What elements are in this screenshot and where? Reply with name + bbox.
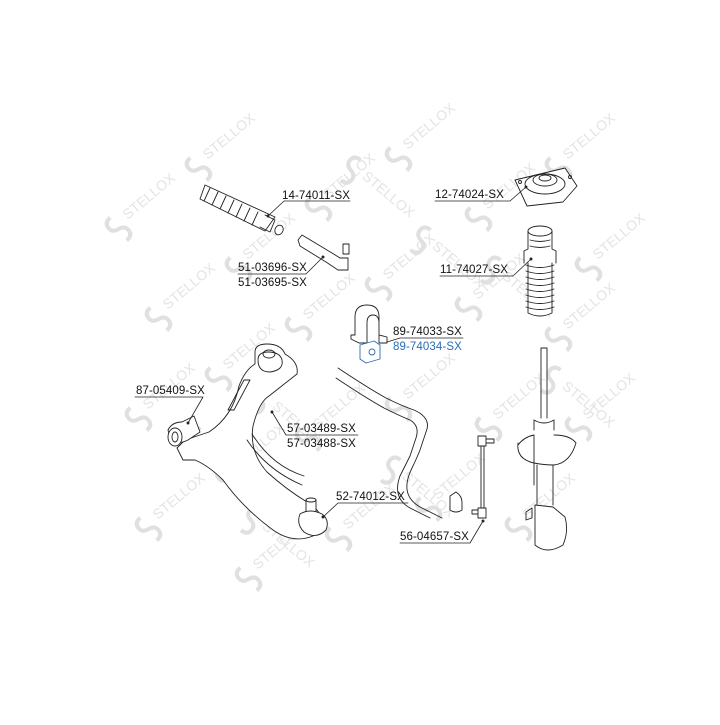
part-label-control-arm-2[interactable]: 57-03488-SX [287, 438, 356, 450]
part-label-tie-rod-end-2[interactable]: 51-03695-SX [238, 277, 307, 289]
stabilizer-bar-drawing [335, 367, 463, 519]
part-label-control-arm-1[interactable]: 57-03489-SX [287, 423, 356, 435]
stabilizer-link-drawing [471, 435, 495, 523]
stabilizer-bushing-drawing [359, 340, 381, 364]
part-label-stabilizer-link[interactable]: 56-04657-SX [400, 531, 469, 543]
arm-bushing-drawing [167, 415, 201, 447]
part-label-strut-mount[interactable]: 12-74024-SX [435, 189, 504, 201]
dust-boot-drawing [523, 225, 557, 317]
part-label-dust-boot[interactable]: 11-74027-SX [440, 264, 509, 276]
ball-joint-drawing [298, 497, 328, 536]
leader-lines [134, 186, 532, 544]
strut-mount-drawing [514, 167, 578, 207]
part-label-steering-boot[interactable]: 14-74011-SX [282, 190, 351, 202]
part-label-ball-joint[interactable]: 52-74012-SX [336, 491, 405, 503]
stabilizer-bracket-drawing [350, 304, 388, 344]
part-label-arm-bushing[interactable]: 87-05409-SX [136, 385, 205, 397]
tie-rod-end-drawing [297, 234, 350, 271]
part-label-tie-rod-end-1[interactable]: 51-03696-SX [238, 262, 307, 274]
steering-boot-drawing [199, 184, 284, 236]
part-label-stabilizer-bushing-highlighted[interactable]: 89-74034-SX [393, 341, 462, 353]
part-label-stabilizer-bracket[interactable]: 89-74033-SX [393, 326, 462, 338]
strut-drawing [517, 347, 577, 551]
